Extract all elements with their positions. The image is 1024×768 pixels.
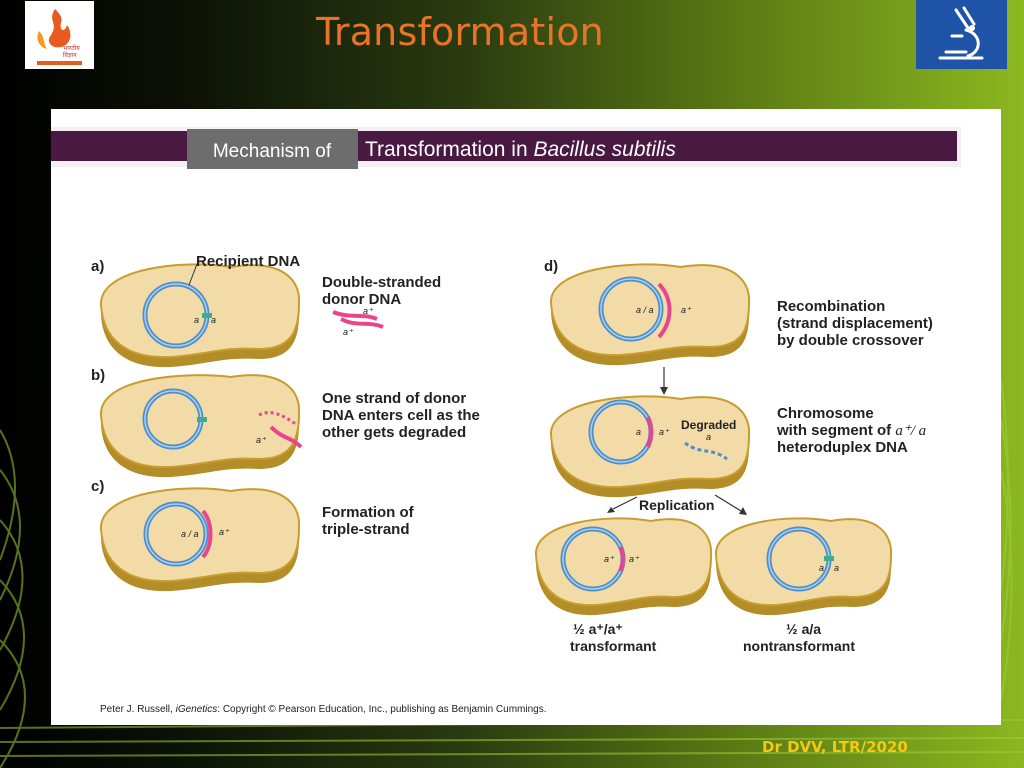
institute-logo: भारतीय विज्ञान (25, 1, 94, 69)
svg-text:a: a (211, 315, 216, 325)
svg-text:Double-stranded: Double-stranded (322, 274, 441, 291)
microscope-icon (938, 6, 984, 60)
slide-title: Transformation (316, 10, 604, 54)
microscope-logo (916, 0, 1007, 69)
logo-text-line2: विज्ञान (63, 51, 77, 59)
svg-text:a / a: a / a (636, 305, 654, 315)
banner-box-text: Mechanism of (213, 141, 332, 162)
panel-d: d) a / a a⁺ Recombination (strand displa… (544, 258, 933, 366)
svg-text:½ a/a: ½ a/a (786, 621, 821, 637)
banner-box (187, 129, 358, 169)
svg-text:a: a (819, 563, 824, 573)
svg-text:with segment of a⁺/ a: with segment of a⁺/ a (776, 422, 926, 439)
svg-text:a⁺: a⁺ (604, 554, 615, 564)
svg-text:nontransformant: nontransformant (743, 638, 855, 654)
footer-author: Dr DVV, LTR/2020 (762, 738, 908, 756)
svg-text:triple-strand: triple-strand (322, 521, 410, 538)
svg-text:transformant: transformant (570, 638, 657, 654)
panel-g: a a ½ a/a nontransformant (714, 517, 893, 654)
svg-text:a⁺: a⁺ (681, 305, 692, 315)
logo-text-line1: भारतीय (63, 44, 80, 52)
svg-text:½ a⁺/a⁺: ½ a⁺/a⁺ (573, 621, 623, 637)
svg-text:a / a: a / a (181, 529, 199, 539)
panel-c: c) a / a a⁺ Formation of triple-strand (91, 478, 415, 592)
svg-text:a: a (834, 563, 839, 573)
replication-label: Replication (639, 497, 714, 513)
panel-letter: c) (91, 478, 104, 495)
recipient-dna-label: Recipient DNA (196, 253, 300, 270)
panel-a: a) a a Recipient DNA Double-stranded don… (91, 253, 441, 368)
panel-letter: d) (544, 258, 558, 275)
svg-text:a: a (194, 315, 199, 325)
svg-text:a⁺: a⁺ (256, 435, 267, 445)
svg-text:a⁺: a⁺ (343, 327, 354, 337)
svg-text:DNA enters cell as the: DNA enters cell as the (322, 407, 480, 424)
degraded-label: Degraded (681, 418, 736, 432)
svg-text:a⁺: a⁺ (219, 527, 230, 537)
svg-text:a⁺: a⁺ (659, 427, 670, 437)
panel-f: a⁺ a⁺ ½ a⁺/a⁺ transformant (534, 517, 713, 654)
panel-letter: a) (91, 258, 104, 275)
svg-text:a: a (636, 427, 641, 437)
panel-b: b) a⁺ One strand of donor DNA enters cel… (91, 367, 480, 478)
transformation-figure: Mechanism of Transformation in Bacillus … (51, 109, 1001, 725)
svg-text:(strand displacement): (strand displacement) (777, 315, 933, 332)
svg-text:a⁺: a⁺ (629, 554, 640, 564)
banner-title: Transformation in Bacillus subtilis (365, 138, 676, 161)
svg-text:One strand of donor: One strand of donor (322, 390, 466, 407)
svg-text:a⁺: a⁺ (363, 306, 374, 316)
svg-text:Chromosome: Chromosome (777, 405, 874, 422)
credit-line: Peter J. Russell, iGenetics: Copyright ©… (100, 704, 546, 715)
panel-letter: b) (91, 367, 105, 384)
svg-text:Formation of: Formation of (322, 504, 415, 521)
svg-text:by double crossover: by double crossover (777, 332, 924, 349)
svg-text:heteroduplex DNA: heteroduplex DNA (777, 439, 908, 456)
svg-text:donor DNA: donor DNA (322, 291, 401, 308)
svg-text:a: a (706, 432, 711, 442)
panel-e: a a⁺ Degraded a Chromosome with segment … (549, 395, 926, 498)
svg-text:Recombination: Recombination (777, 298, 885, 315)
svg-text:other gets degraded: other gets degraded (322, 424, 466, 441)
